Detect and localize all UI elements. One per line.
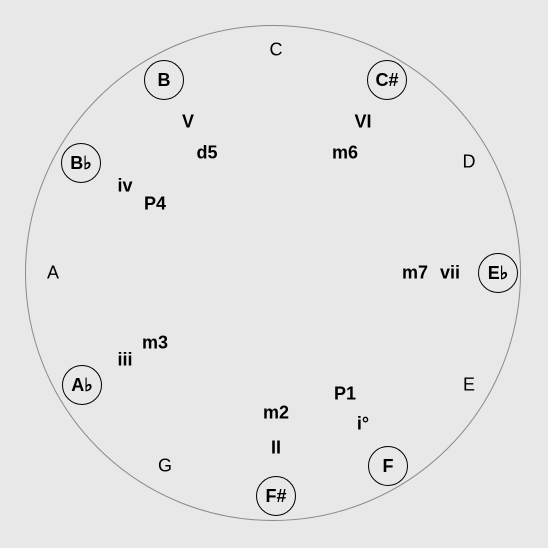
interval-label-m6: m6 [331, 142, 359, 163]
chord-label-i-dim: i° [356, 413, 370, 434]
note-b-flat-circled: B♭ [61, 143, 101, 183]
interval-label-P4: P4 [143, 193, 167, 214]
outer-circle [25, 25, 521, 521]
interval-label-d5: d5 [196, 142, 218, 163]
note-c-sharp-circled: C# [367, 60, 407, 100]
note-f-circled: F [368, 446, 408, 486]
note-g: G [157, 455, 173, 476]
interval-label-m2: m2 [262, 402, 290, 423]
note-a: A [46, 262, 60, 283]
note-a-flat-circled: A♭ [62, 365, 102, 405]
chord-label-II: II [270, 437, 282, 458]
note-b-circled: B [144, 60, 184, 100]
chord-label-VI: VI [354, 111, 372, 132]
note-d: D [462, 151, 476, 172]
interval-label-m3: m3 [141, 332, 169, 353]
interval-label-P1: P1 [333, 383, 357, 404]
note-f-sharp-circled: F# [256, 476, 296, 516]
chord-label-vii: vii [439, 262, 461, 283]
interval-label-m7: m7 [401, 262, 429, 283]
note-e: E [462, 374, 476, 395]
chord-label-iii: iii [117, 349, 133, 370]
note-e-flat-circled: E♭ [478, 253, 518, 293]
chord-label-V: V [181, 111, 195, 132]
note-c: C [269, 39, 283, 60]
chord-label-iv: iv [117, 175, 133, 196]
